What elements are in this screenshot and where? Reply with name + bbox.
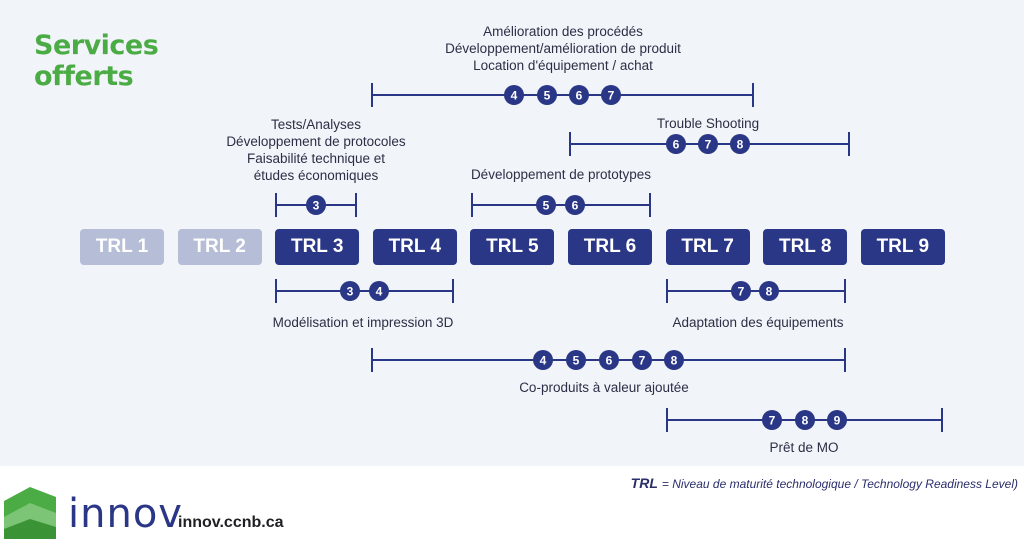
level-dot-label-adaptation-8: 8 bbox=[766, 285, 773, 299]
level-dot-label-coproduits-7: 7 bbox=[639, 354, 646, 368]
level-dot-modelisation-3 bbox=[340, 281, 360, 301]
level-dot-amelioration-7 bbox=[601, 85, 621, 105]
service-label-amelioration-1: Amélioration des procédés bbox=[483, 24, 643, 39]
level-dot-label-coproduits-4: 4 bbox=[540, 354, 547, 368]
legend-abbr: TRL bbox=[630, 475, 658, 491]
trl-box-7: TRL 7 bbox=[665, 229, 750, 265]
trl-box-2: TRL 2 bbox=[177, 229, 262, 265]
level-dot-label-pret-8: 8 bbox=[802, 414, 809, 428]
level-dot-coproduits-5 bbox=[566, 350, 586, 370]
level-dot-label-pret-7: 7 bbox=[769, 414, 776, 428]
trl-box-8: TRL 8 bbox=[763, 229, 848, 265]
service-label-tests-3: Faisabilité technique et bbox=[247, 151, 385, 166]
level-dot-amelioration-6 bbox=[569, 85, 589, 105]
trl-services-diagram: 4 5 6 7 Amélioration des procédésDéveloppeme… bbox=[226, 24, 943, 455]
level-dot-pret-8 bbox=[795, 410, 815, 430]
service-label-tests-4: études économiques bbox=[254, 168, 379, 183]
level-dot-modelisation-4 bbox=[369, 281, 389, 301]
trl-box-9: TRL 9 bbox=[860, 229, 945, 265]
level-dot-label-amelioration-6: 6 bbox=[576, 89, 583, 103]
page-title: Services offerts bbox=[34, 30, 234, 92]
level-dot-label-prototypes-5: 5 bbox=[543, 199, 550, 213]
level-dot-troubleshooting-6 bbox=[666, 134, 686, 154]
trl-box-3: TRL 3 bbox=[275, 229, 360, 265]
brand-name: innov bbox=[68, 491, 183, 537]
level-dot-amelioration-4 bbox=[504, 85, 524, 105]
service-label-adaptation-1: Adaptation des équipements bbox=[672, 315, 843, 330]
level-dot-label-prototypes-6: 6 bbox=[572, 199, 579, 213]
level-dot-label-modelisation-4: 4 bbox=[376, 285, 383, 299]
level-dot-adaptation-7 bbox=[731, 281, 751, 301]
level-dot-amelioration-5 bbox=[537, 85, 557, 105]
service-label-amelioration-3: Location d'équipement / achat bbox=[473, 58, 653, 73]
service-label-troubleshooting-1: Trouble Shooting bbox=[657, 116, 759, 131]
trl-box-6: TRL 6 bbox=[568, 229, 652, 265]
level-dot-coproduits-6 bbox=[599, 350, 619, 370]
level-dot-label-troubleshooting-7: 7 bbox=[705, 138, 712, 152]
trl-box-1: TRL 1 bbox=[80, 229, 164, 265]
trl-box-4: TRL 4 bbox=[372, 229, 457, 265]
level-dot-label-coproduits-5: 5 bbox=[573, 354, 580, 368]
level-dot-label-modelisation-3: 3 bbox=[347, 285, 354, 299]
service-label-tests-2: Développement de protocoles bbox=[226, 134, 406, 149]
level-dot-label-amelioration-5: 5 bbox=[544, 89, 551, 103]
level-dot-label-pret-9: 9 bbox=[834, 414, 841, 428]
level-dot-prototypes-5 bbox=[536, 195, 556, 215]
service-label-coproduits-1: Co-produits à valeur ajoutée bbox=[519, 380, 689, 395]
level-dot-label-tests-3: 3 bbox=[313, 199, 320, 213]
service-label-prototypes-1: Développement de prototypes bbox=[471, 167, 651, 182]
innov-logo-icon bbox=[4, 487, 56, 539]
level-dot-coproduits-8 bbox=[664, 350, 684, 370]
title-line-1: Services bbox=[34, 30, 159, 61]
level-dot-tests-3 bbox=[306, 195, 326, 215]
level-dot-label-amelioration-7: 7 bbox=[608, 89, 615, 103]
level-dot-label-amelioration-4: 4 bbox=[511, 89, 518, 103]
level-dot-pret-7 bbox=[762, 410, 782, 430]
level-dot-label-troubleshooting-6: 6 bbox=[673, 138, 680, 152]
legend-text: = Niveau de maturité technologique / Tec… bbox=[661, 477, 1018, 491]
trl-legend: TRL= Niveau de maturité technologique / … bbox=[631, 475, 1018, 491]
level-dot-label-adaptation-7: 7 bbox=[738, 285, 745, 299]
level-dot-label-coproduits-6: 6 bbox=[606, 354, 613, 368]
level-dot-coproduits-4 bbox=[533, 350, 553, 370]
level-dot-troubleshooting-7 bbox=[698, 134, 718, 154]
level-dot-coproduits-7 bbox=[632, 350, 652, 370]
service-label-amelioration-2: Développement/amélioration de produit bbox=[445, 41, 681, 56]
level-dot-label-troubleshooting-8: 8 bbox=[737, 138, 744, 152]
service-label-modelisation-1: Modélisation et impression 3D bbox=[273, 315, 454, 330]
service-label-tests-1: Tests/Analyses bbox=[271, 117, 361, 132]
title-line-2: offerts bbox=[34, 61, 134, 92]
level-dot-adaptation-8 bbox=[759, 281, 779, 301]
level-dot-label-coproduits-8: 8 bbox=[671, 354, 678, 368]
level-dot-prototypes-6 bbox=[565, 195, 585, 215]
service-label-pret-1: Prêt de MO bbox=[769, 440, 838, 455]
site-url: innov.ccnb.ca bbox=[178, 514, 284, 531]
level-dot-troubleshooting-8 bbox=[730, 134, 750, 154]
level-dot-pret-9 bbox=[827, 410, 847, 430]
trl-box-5: TRL 5 bbox=[470, 229, 555, 265]
